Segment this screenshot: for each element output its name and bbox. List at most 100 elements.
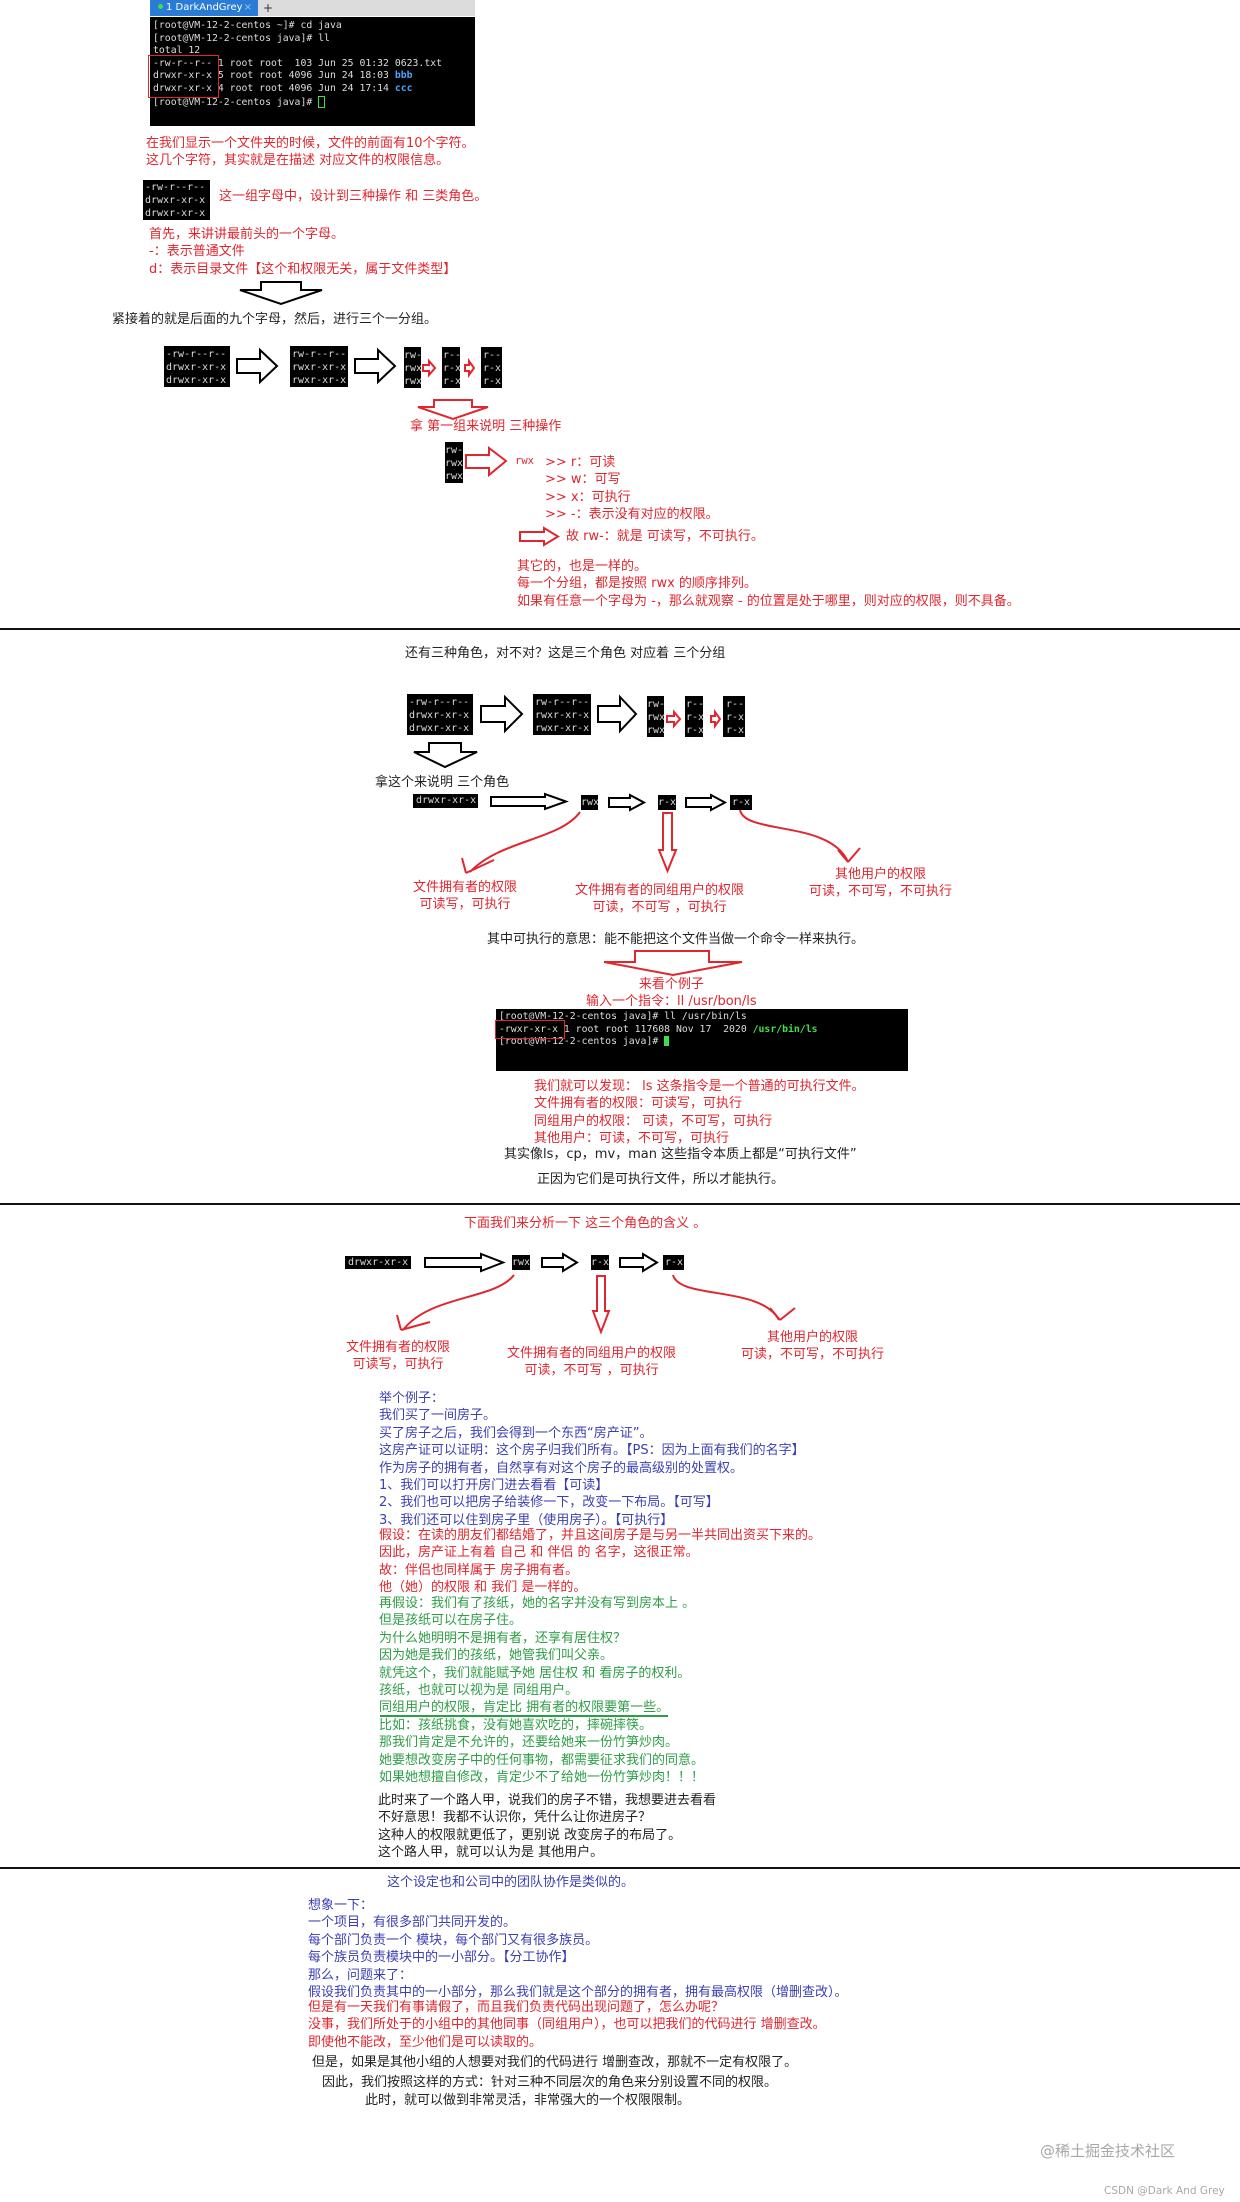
text-line: 1、我们可以打开房门进去看看【可读】	[379, 1477, 609, 1493]
right-arrow-icon	[354, 347, 397, 385]
text-line: 这种人的权限就更低了，更别说 改变房子的布局了。	[378, 1827, 682, 1843]
terminal-output[interactable]: [root@VM-12-2-centos ~]# cd java [root@V…	[150, 17, 475, 126]
text-line: r-x	[443, 363, 462, 374]
right-arrow-icon	[424, 1252, 506, 1273]
text-line: 买了房子之后，我们会得到一个东西“房产证”。	[379, 1425, 653, 1441]
text-line: r-x	[686, 725, 705, 736]
team-summary-text: 因此，我们按照这样的方式：针对三种不同层次的角色来分别设置不同的权限。	[322, 2075, 778, 2090]
text-line: rwxr-xr-x	[292, 362, 347, 373]
group1-box: rw-rwx rwx	[445, 442, 463, 483]
text-line: 那我们肯定是不允许的，还要给她来一份竹笋炒肉。	[379, 1735, 679, 1751]
text-line: 如果她想擅自修改，肯定少不了给她一份竹笋炒肉！！！	[379, 1769, 705, 1785]
text-line: rwx	[445, 471, 464, 482]
findings-text: 我们就可以发现： ls 这条指令是一个普通的可执行文件。文件拥有者的权限：可读写…	[534, 1079, 865, 1149]
right-arrow-icon	[597, 694, 638, 734]
text-line: 我们买了一间房子。	[379, 1408, 497, 1424]
section-divider	[0, 628, 1240, 630]
owner-perm-box: rwx	[581, 795, 600, 810]
right-arrow-icon	[541, 1252, 579, 1273]
text-line: 每一个分组，都是按照 rwx 的顺序排列。	[517, 576, 757, 592]
text-line: -rw-r--r--	[145, 182, 206, 193]
text-line: 2、我们也可以把房子给装修一下，改变一下布局。【可写】	[379, 1495, 719, 1511]
red-curve-arrow-icon	[396, 1274, 515, 1331]
text-line: 文件拥有者的权限：可读写，可执行	[534, 1096, 743, 1112]
text-line: >> -：表示没有对应的权限。	[545, 507, 719, 523]
text-line: 文件拥有者的权限	[413, 880, 518, 895]
text-line: 但是有一天我们有事请假了，而且我们负责代码出现问题了，怎么办呢？	[308, 2000, 725, 2015]
roles-explain: 拿这个来说明 三个角色	[375, 775, 510, 790]
red-down-arrow-icon	[591, 1275, 611, 1335]
text-line: rwx	[445, 458, 464, 469]
text-line: 他（她）的权限 和 我们 是一样的。	[379, 1580, 587, 1596]
text-line: 首先，来讲讲最前头的一个字母。	[149, 227, 345, 242]
red-down-arrow-icon	[657, 812, 678, 874]
nine-chars-box: rw-r--r-- rwxr-xr-x rwxr-xr-x	[533, 694, 591, 735]
terminal-line: [root@VM-12-2-centos ~]# cd java	[153, 20, 342, 31]
text-line: 可读写，可执行	[419, 897, 511, 913]
right-arrow-icon	[490, 792, 569, 811]
text-line: rwx	[404, 376, 423, 387]
text-line: 其他用户的权限	[835, 867, 927, 882]
text-line: 每个部门负责一个 模块，每个部门又有很多族员。	[308, 1932, 599, 1948]
text-line: 因此，房产证上有着 自己 和 伴侣 的 名字，这很正常。	[379, 1545, 699, 1561]
red-right-arrow-icon	[519, 526, 560, 547]
text-line: 其它的，也是一样的。	[517, 559, 648, 574]
executable-note-2: 正因为它们是可执行文件，所以才能执行。	[537, 1172, 785, 1187]
other-permission-label: 其他用户的权限可读，不可写，不可执行	[809, 866, 952, 901]
text-line: 每个族员负责模块中的一小部分。【分工协作】	[308, 1950, 575, 1966]
text-line: r-x	[443, 376, 462, 387]
group-perm-box: r-x	[658, 795, 677, 810]
text-line: r-x	[726, 725, 745, 736]
juejin-watermark: @稀土掘金技术社区	[1040, 2142, 1176, 2160]
text-line: 这房产证可以证明：这个房子归我们所有。【PS：因为上面有我们的名字】	[379, 1443, 805, 1459]
text-line: 一个项目，有很多部门共同开发的。	[308, 1915, 517, 1931]
new-tab-button[interactable]: +	[263, 1, 274, 15]
text-line: rw-r--r--	[535, 697, 590, 708]
down-arrow-icon	[413, 742, 478, 769]
text-line: 可读，不可写 ，可执行	[592, 900, 727, 916]
highlight-underline	[380, 1715, 668, 1717]
perm-string-box: drwxr-xr-x	[413, 794, 478, 808]
text-line: 这几个字符，其实就是在描述 对应文件的权限信息。	[146, 153, 450, 169]
text-line: >> r：可读	[545, 455, 616, 470]
right-arrow-icon	[685, 793, 728, 812]
operations-list: >> r：可读>> w：可写>> x：可执行>> -：表示没有对应的权限。	[545, 454, 719, 524]
tab-close-icon[interactable]: ×	[243, 2, 252, 13]
text-line: r-x	[686, 712, 705, 723]
text-line: r--	[726, 699, 745, 710]
text-line: 那么，问题来了：	[308, 1967, 413, 1983]
text-line: 作为房子的拥有者，自然享有对这个房子的最高级别的处置权。	[379, 1460, 744, 1476]
other-permission-label: 其他用户的权限可读，不可写，不可执行	[741, 1329, 884, 1364]
perm-string-box: drwxr-xr-x	[345, 1256, 411, 1269]
permission-highlight-box	[495, 1020, 565, 1039]
red-curve-arrow-icon	[739, 809, 861, 863]
text-line: 3、我们还可以住到房子里（使用房子）。【可执行】	[379, 1512, 674, 1528]
text-line: 输入一个指令：ll /usr/bon/ls	[586, 994, 757, 1010]
text-line: rw-	[445, 445, 464, 456]
intro-text: 在我们显示一个文件夹的时候，文件的前面有10个字符。这几个字符，其实就是在描述 …	[146, 133, 475, 168]
terminal-line: -rwxr-xr-x 1 root root 117608 Nov 17 202…	[499, 1023, 818, 1035]
text-line: 孩纸，也就可以视为是 同组用户。	[379, 1682, 579, 1698]
terminal-line: [root@VM-12-2-centos java]# ll /usr/bin/…	[499, 1011, 747, 1022]
permission-note: 这一组字母中，设计到三种操作 和 三类角色。	[219, 189, 488, 204]
text-line: 没事，我们所处于的小组中的其他同事（同组用户），也可以把我们的代码进行 增删查改…	[308, 2017, 826, 2033]
right-arrow-icon	[619, 1252, 659, 1273]
text-line: >> x：可执行	[545, 489, 631, 505]
text-line: 但是孩纸可以在房子住。	[379, 1613, 523, 1629]
text-line: 想象一下：	[308, 1898, 374, 1913]
text-line: drwxr-xr-x	[409, 723, 470, 734]
terminal-output-ls[interactable]: [root@VM-12-2-centos java]# ll /usr/bin/…	[496, 1009, 908, 1071]
text-line: rwxr-xr-x	[535, 710, 590, 721]
text-line: rwxr-xr-x	[535, 723, 590, 734]
team-other-text: 但是，如果是其他小组的人想要对我们的代码进行 增删查改，那就不一定有权限了。	[312, 2055, 798, 2070]
terminal-tab[interactable]: 1 DarkAndGrey ×	[150, 0, 258, 16]
text-line: 其他用户：可读，不可写，可执行	[534, 1131, 730, 1147]
group-permission-label: 文件拥有者的同组用户的权限可读，不可写 ，可执行	[575, 882, 744, 917]
